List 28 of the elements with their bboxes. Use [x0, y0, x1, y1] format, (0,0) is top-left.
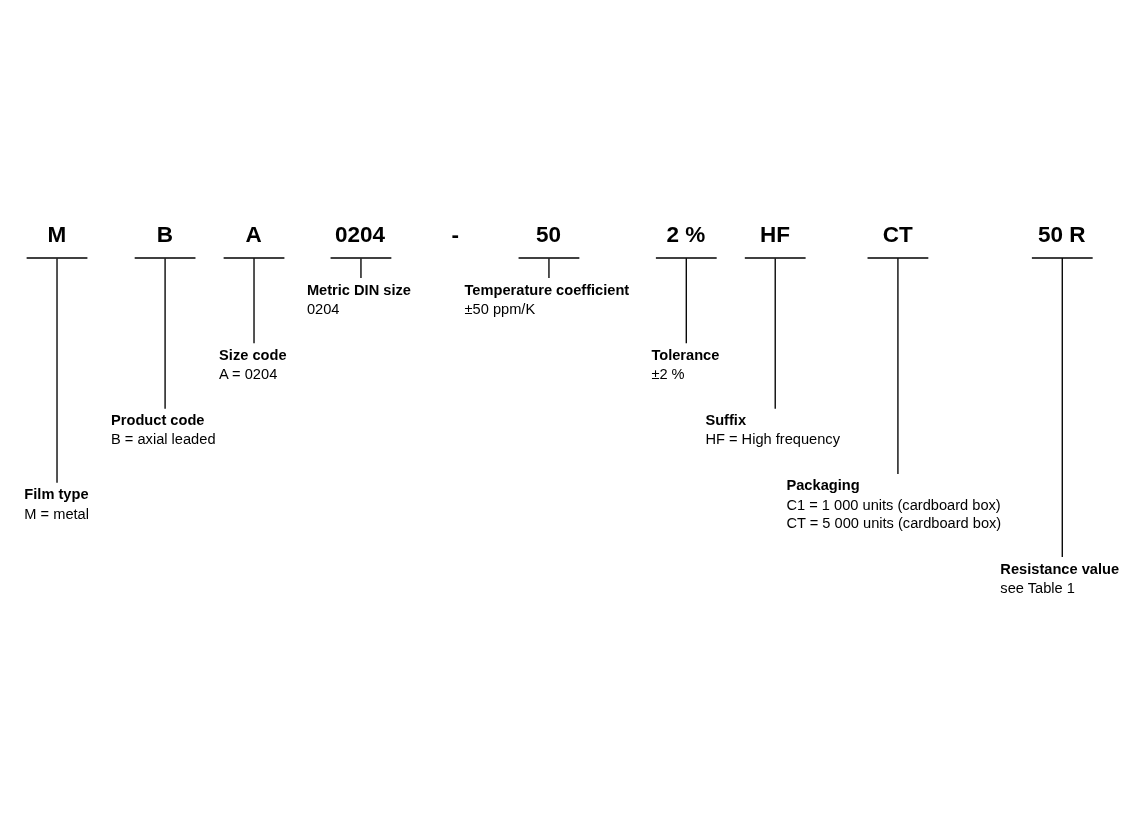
node-text: 50 R: [1038, 221, 1086, 247]
node-text: 0204: [335, 221, 386, 247]
node-text: Metric DIN size 0204: [306, 281, 411, 317]
node-text: CT: [882, 221, 913, 247]
connector: [1061, 256, 1063, 558]
node-text: B: [156, 221, 173, 247]
node-text: Film type M = metal: [24, 485, 89, 522]
node-text: 2 %: [666, 221, 706, 247]
connector: [548, 257, 550, 279]
connector: [360, 257, 362, 279]
connector: [56, 257, 58, 483]
label: -: [451, 221, 460, 247]
node-text: Resistance value see Table 1: [1000, 560, 1120, 596]
connector: [164, 257, 166, 409]
node-text: A: [245, 221, 262, 247]
node-text: Temperature coefficient ±50 ppm/K: [464, 281, 630, 317]
connector: [774, 257, 776, 409]
connector: [897, 257, 899, 475]
node-text: 50: [536, 221, 562, 247]
connector: [685, 257, 687, 344]
node-text: Product code B = axial leaded: [111, 411, 216, 447]
node-text: Size code A = 0204: [219, 346, 287, 382]
node-text: Packaging C1 = 1 000 units (cardboard box) CT = 5 000 units (cardboard box): [786, 476, 1002, 531]
connector: [253, 257, 255, 344]
node-text: M: [47, 221, 67, 247]
node-text: HF: [760, 221, 791, 247]
node-text: Tolerance ±2 %: [651, 346, 720, 382]
node-text: Suffix HF = High frequency: [705, 411, 840, 447]
